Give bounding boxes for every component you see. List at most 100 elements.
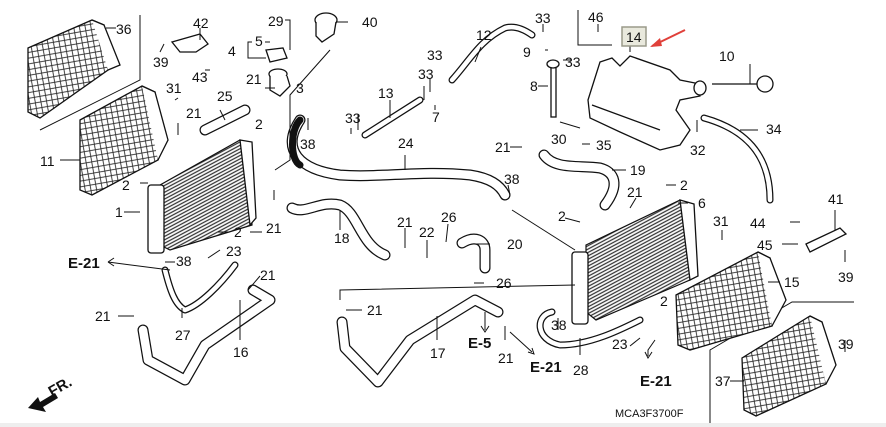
callout-2[interactable]: 2	[558, 208, 566, 224]
callout-32[interactable]: 32	[690, 142, 706, 158]
hose-28[interactable]	[536, 308, 644, 349]
part-40-filler-neck[interactable]	[314, 12, 338, 43]
callout-4[interactable]: 4	[228, 43, 236, 59]
callout-23[interactable]: 23	[226, 243, 242, 259]
callout-22[interactable]: 22	[419, 224, 435, 240]
part-11-shroud[interactable]	[79, 85, 169, 196]
callout-12[interactable]: 12	[476, 27, 492, 43]
callout-31[interactable]: 31	[166, 80, 182, 96]
callout-38[interactable]: 38	[300, 136, 316, 152]
hose-13[interactable]	[361, 96, 424, 139]
callout-21[interactable]: 21	[367, 302, 383, 318]
callout-2[interactable]: 2	[680, 177, 688, 193]
callout-33[interactable]: 33	[565, 54, 581, 70]
callout-33[interactable]: 33	[418, 66, 434, 82]
callout-38[interactable]: 38	[551, 317, 567, 333]
callout-26[interactable]: 26	[496, 275, 512, 291]
part-3-filler-neck[interactable]	[268, 68, 291, 97]
callout-2[interactable]: 2	[122, 177, 130, 193]
callout-5[interactable]: 5	[255, 33, 263, 49]
reference-e21-right[interactable]: E-21	[640, 373, 672, 390]
callout-21[interactable]: 21	[266, 220, 282, 236]
callout-25[interactable]: 25	[217, 88, 233, 104]
callout-27[interactable]: 27	[175, 327, 191, 343]
callout-40[interactable]: 40	[362, 14, 378, 30]
callout-10[interactable]: 10	[719, 48, 735, 64]
callout-39[interactable]: 39	[153, 54, 169, 70]
callout-3[interactable]: 3	[296, 80, 304, 96]
reference-e21-left[interactable]: E-21	[68, 255, 100, 272]
callout-20[interactable]: 20	[507, 236, 523, 252]
callout-23[interactable]: 23	[612, 336, 628, 352]
part-14-reserve-tank[interactable]	[587, 55, 707, 151]
part-15-shroud[interactable]	[675, 251, 787, 351]
callout-31[interactable]: 31	[713, 213, 729, 229]
callout-21[interactable]: 21	[498, 350, 514, 366]
callout-8[interactable]: 8	[530, 78, 538, 94]
part-6-radiator-right[interactable]	[571, 199, 699, 325]
callout-43[interactable]: 43	[192, 69, 208, 85]
callout-38[interactable]: 38	[504, 171, 520, 187]
callout-21[interactable]: 21	[495, 139, 511, 155]
callout-30[interactable]: 30	[551, 131, 567, 147]
callout-17[interactable]: 17	[430, 345, 446, 361]
reference-e5[interactable]: E-5	[468, 335, 491, 352]
callout-24[interactable]: 24	[398, 135, 414, 151]
part-41-bracket[interactable]	[805, 227, 848, 253]
hose-27[interactable]	[161, 261, 239, 314]
callout-37[interactable]: 37	[715, 373, 731, 389]
callout-21[interactable]: 21	[186, 105, 202, 121]
callout-39[interactable]: 39	[838, 336, 854, 352]
part-42-bracket[interactable]	[170, 33, 209, 53]
part-1-radiator-left[interactable]	[147, 139, 257, 254]
reference-e21-mid[interactable]: E-21	[530, 359, 562, 376]
callout-21[interactable]: 21	[246, 71, 262, 87]
callout-15[interactable]: 15	[784, 274, 800, 290]
callout-6[interactable]: 6	[698, 195, 706, 211]
callout-16[interactable]: 16	[233, 344, 249, 360]
callout-39[interactable]: 39	[838, 269, 854, 285]
callout-14[interactable]: 14	[626, 29, 642, 45]
callout-2[interactable]: 2	[660, 293, 668, 309]
callout-26[interactable]: 26	[441, 209, 457, 225]
part-36-shroud[interactable]	[27, 19, 121, 119]
hose-19[interactable]	[538, 149, 620, 211]
hose-17[interactable]	[336, 294, 504, 388]
callout-45[interactable]: 45	[757, 237, 773, 253]
hose-24-overflow[interactable]	[289, 116, 304, 169]
callout-33[interactable]: 33	[535, 10, 551, 26]
callout-21[interactable]: 21	[260, 267, 276, 283]
callout-33[interactable]: 33	[427, 47, 443, 63]
callout-35[interactable]: 35	[596, 137, 612, 153]
callout-29[interactable]: 29	[268, 13, 284, 29]
callout-44[interactable]: 44	[750, 215, 766, 231]
part-37-shroud[interactable]	[741, 315, 837, 417]
callout-11[interactable]: 11	[40, 153, 55, 169]
callout-7[interactable]: 7	[432, 109, 440, 125]
callout-41[interactable]: 41	[828, 191, 844, 207]
callout-21[interactable]: 21	[397, 214, 413, 230]
part-8-bolt[interactable]	[546, 59, 560, 118]
callout-13[interactable]: 13	[378, 85, 394, 101]
callout-46[interactable]: 46	[588, 9, 604, 25]
callout-34[interactable]: 34	[766, 121, 782, 137]
callout-2[interactable]: 2	[234, 224, 242, 240]
callout-1[interactable]: 1	[115, 204, 123, 220]
part-4-radiator-cap[interactable]	[265, 47, 288, 63]
hose-24[interactable]	[286, 114, 511, 201]
hose-16[interactable]	[137, 284, 276, 386]
callout-18[interactable]: 18	[334, 230, 350, 246]
part-10-bolt[interactable]	[712, 75, 774, 93]
callout-36[interactable]: 36	[116, 21, 132, 37]
hose-18[interactable]	[286, 198, 391, 261]
callout-33[interactable]: 33	[345, 110, 361, 126]
callout-28[interactable]: 28	[573, 362, 589, 378]
hose-34[interactable]	[700, 114, 774, 204]
callout-38[interactable]: 38	[176, 253, 192, 269]
callout-21[interactable]: 21	[95, 308, 111, 324]
callout-19[interactable]: 19	[630, 162, 646, 178]
callout-42[interactable]: 42	[193, 15, 209, 31]
hose-20[interactable]	[456, 233, 491, 274]
callout-2[interactable]: 2	[255, 116, 263, 132]
callout-21[interactable]: 21	[627, 184, 643, 200]
